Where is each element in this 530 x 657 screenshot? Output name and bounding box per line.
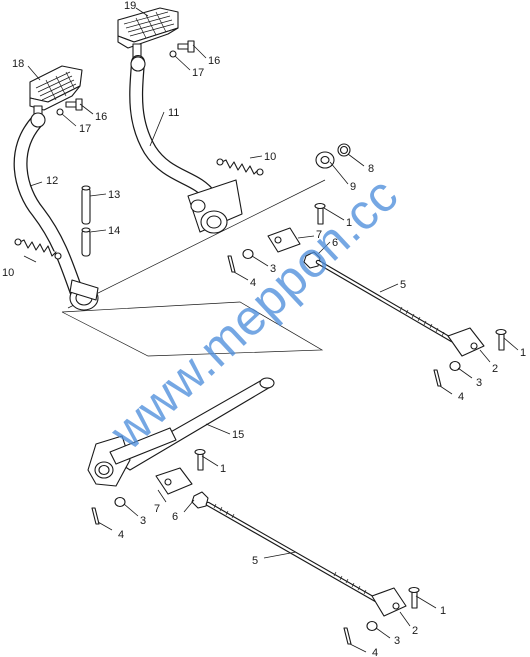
clevis-pin-1-lower-a xyxy=(194,448,206,471)
pin-13 xyxy=(81,185,91,225)
callout-19: 19 xyxy=(124,0,136,12)
bolt-16-lower xyxy=(65,98,83,111)
clevis-7-lower xyxy=(155,467,193,495)
washer-3-lower-a xyxy=(114,496,126,508)
cotter-pin-4-upper-a xyxy=(227,255,236,273)
leader-lines xyxy=(23,7,519,653)
brake-lever-arm-11 xyxy=(129,55,243,234)
callout-9: 9 xyxy=(350,181,356,193)
callout-13: 13 xyxy=(108,189,120,201)
clevis-pin-1-upper-b xyxy=(495,328,507,351)
callout-16-lower: 16 xyxy=(95,111,107,123)
cotter-pin-4-lower-b xyxy=(343,627,352,645)
cotter-pin-4-upper-b xyxy=(433,369,442,387)
clevis-2-upper xyxy=(447,327,485,357)
callout-11: 11 xyxy=(168,107,179,119)
cross-shaft-15 xyxy=(87,377,275,487)
callout-5-lower: 5 xyxy=(252,555,258,567)
washer-9 xyxy=(315,151,335,169)
callout-2-upper: 2 xyxy=(492,363,498,375)
clevis-2-lower xyxy=(371,587,407,617)
brake-rod-5-upper xyxy=(315,259,455,343)
callout-14: 14 xyxy=(108,225,120,237)
callout-3-lower-a: 3 xyxy=(140,515,146,527)
callout-1-lower-a: 1 xyxy=(220,463,226,475)
washer-3-upper-a xyxy=(242,248,254,260)
callout-6-lower: 6 xyxy=(172,511,178,523)
callout-4-lower-b: 4 xyxy=(372,647,378,657)
watermark-text: www.meppon.cc xyxy=(99,166,409,460)
assembly-guide-lines xyxy=(61,179,326,357)
callout-3-lower-b: 3 xyxy=(394,635,400,647)
callout-7-upper: 7 xyxy=(316,229,322,241)
callout-12: 12 xyxy=(46,175,58,187)
nut-6-lower xyxy=(191,491,209,509)
callout-17-upper: 17 xyxy=(192,67,204,79)
callout-4-upper-b: 4 xyxy=(458,391,464,403)
clevis-pin-1-lower-b xyxy=(408,586,420,609)
callout-4-lower-a: 4 xyxy=(118,529,124,541)
washer-17-upper xyxy=(169,50,177,58)
callout-1-upper-b: 1 xyxy=(520,347,526,359)
pedal-pad-19 xyxy=(117,7,179,59)
callout-8: 8 xyxy=(368,163,374,175)
callout-6-upper: 6 xyxy=(332,237,338,249)
brake-rod-5-lower xyxy=(205,501,379,603)
washer-3-upper-b xyxy=(449,360,461,372)
cotter-pin-4-lower-a xyxy=(91,507,100,525)
callout-3-upper-a: 3 xyxy=(270,263,276,275)
callout-10-upper: 10 xyxy=(264,151,276,163)
callout-3-upper-b: 3 xyxy=(476,377,482,389)
pin-14 xyxy=(81,227,91,257)
callout-10-lower: 10 xyxy=(2,267,14,279)
callout-2-lower: 2 xyxy=(412,625,418,637)
callout-7-lower: 7 xyxy=(154,503,160,515)
callout-15: 15 xyxy=(232,429,244,441)
brake-lever-arm-12 xyxy=(13,112,99,311)
snap-ring-8 xyxy=(337,143,351,157)
callout-1-upper-a: 1 xyxy=(346,217,352,229)
bolt-16-upper xyxy=(177,40,195,53)
callout-16-upper: 16 xyxy=(208,55,220,67)
callout-17-lower: 17 xyxy=(79,123,91,135)
callout-18: 18 xyxy=(12,58,24,70)
clevis-7-upper xyxy=(267,227,301,253)
callout-4-upper-a: 4 xyxy=(250,277,256,289)
spring-10-lower xyxy=(14,238,62,260)
callout-5-upper: 5 xyxy=(400,279,406,291)
nut-6-upper xyxy=(303,251,321,269)
callout-1-lower-b: 1 xyxy=(440,605,446,617)
washer-17-lower xyxy=(56,108,64,116)
clevis-pin-1-upper-a xyxy=(314,202,326,225)
spring-10-upper xyxy=(216,158,264,176)
pedal-pad-18 xyxy=(29,65,83,121)
washer-3-lower-b xyxy=(366,620,378,632)
